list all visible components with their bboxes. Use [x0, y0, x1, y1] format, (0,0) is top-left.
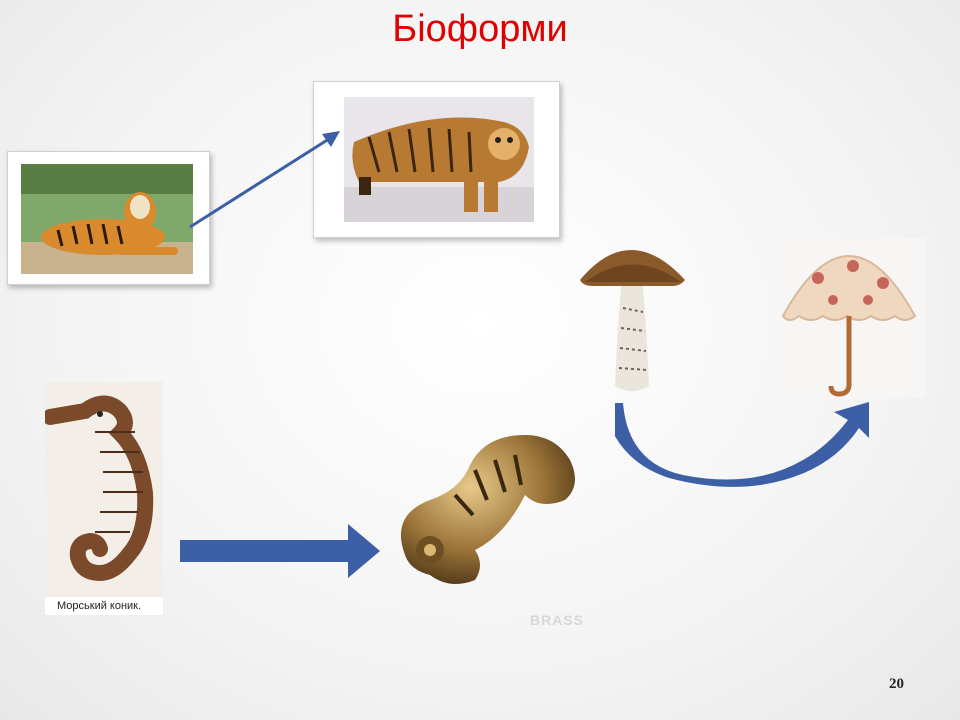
mushroom-photo	[580, 250, 685, 391]
tiger-sofa-photo	[344, 97, 534, 222]
mushroom-to-umbrella-arrow	[615, 402, 869, 487]
seahorse-drawing-frame	[45, 382, 163, 617]
seahorse-to-brass-arrow	[180, 524, 380, 578]
tiger-to-sofa-arrow	[189, 131, 340, 229]
brass-seahorse-photo	[400, 435, 575, 584]
tiger-photo	[21, 164, 193, 274]
sofa-photo-frame	[313, 81, 560, 238]
tiger-photo-frame	[7, 151, 210, 285]
page-number: 20	[889, 676, 904, 692]
umbrella-photo	[781, 255, 917, 397]
seahorse-drawing	[45, 395, 154, 582]
seahorse-caption: Морський коник.	[45, 597, 163, 615]
umbrella-photo-frame	[773, 238, 925, 398]
brass-watermark: BRASS	[530, 612, 585, 628]
slide-title: Біоформи	[392, 8, 568, 50]
